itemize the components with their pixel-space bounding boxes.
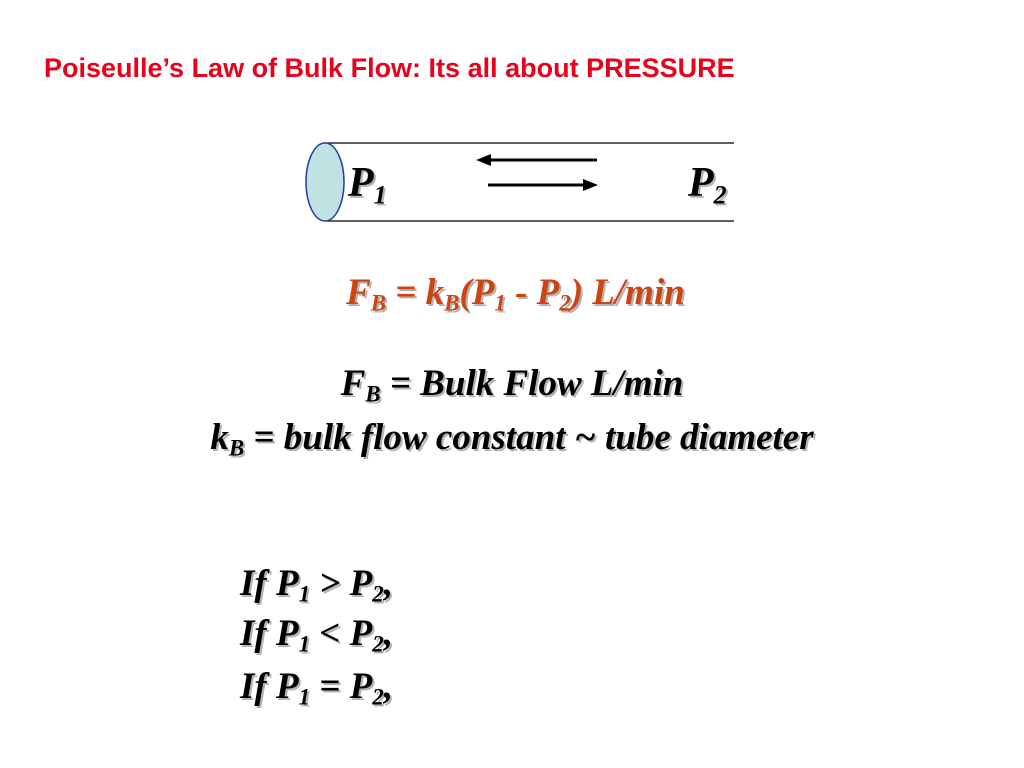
right-arrow-icon <box>488 179 598 191</box>
condition-greater: If P1 > P2, <box>240 561 393 607</box>
condition-less: If P1 < P2, <box>240 611 393 657</box>
p2-subscript: 2 <box>713 180 727 210</box>
pressure-label-p1: P1 <box>348 158 387 208</box>
formula-f: F <box>346 272 371 313</box>
formula-equals: = <box>386 272 426 313</box>
pressure-label-p2: P2 <box>688 158 727 208</box>
cond-equal-sub1: 1 <box>298 684 311 710</box>
cond-equal-pre: If P <box>240 666 299 707</box>
condition-equal: If P1 = P2, <box>240 664 393 710</box>
formula-k-subscript: B <box>444 290 460 316</box>
definition-kb: kB = bulk flow constant ~ tube diameter <box>0 415 1024 461</box>
definition-fb: FB = Bulk Flow L/min <box>0 361 1024 407</box>
cond-less-post: , <box>383 613 393 654</box>
p1-subscript: 1 <box>373 180 387 210</box>
bulk-flow-formula: FB = kB(P1 - P2) L/min <box>346 270 685 316</box>
cond-less-sub1: 1 <box>298 631 311 657</box>
def-kb-subscript: B <box>228 435 245 461</box>
def-fb-subscript: B <box>365 381 381 407</box>
cond-less-pre: If P <box>240 613 299 654</box>
def-kb-text: = bulk flow constant ~ tube diameter <box>244 417 814 458</box>
p2-base: P <box>688 160 714 206</box>
cond-greater-pre: If P <box>240 563 299 604</box>
formula-p1-subscript: 1 <box>494 290 506 316</box>
formula-k: k <box>425 272 445 313</box>
cond-greater-sub1: 1 <box>298 581 311 607</box>
cond-equal-op: = P <box>310 666 373 707</box>
formula-open-p1: (P <box>459 272 495 313</box>
def-fb-base: F <box>340 363 366 404</box>
cond-less-sub2: 2 <box>372 631 384 657</box>
p1-base: P <box>348 160 374 206</box>
formula-minus-p2: - P <box>505 272 560 313</box>
left-arrow-icon <box>476 154 597 166</box>
def-kb-base: k <box>210 417 229 458</box>
slide-title: Poiseulle’s Law of Bulk Flow: Its all ab… <box>44 53 735 83</box>
cond-equal-post: , <box>383 666 393 707</box>
tube-opening-icon <box>305 142 345 222</box>
cond-greater-sub2: 2 <box>372 581 384 607</box>
def-fb-text: = Bulk Flow L/min <box>380 363 684 404</box>
cond-greater-op: > P <box>310 563 373 604</box>
cond-equal-sub2: 2 <box>372 684 384 710</box>
cond-greater-post: , <box>383 563 393 604</box>
formula-f-subscript: B <box>370 290 386 316</box>
formula-close-units: ) L/min <box>570 272 685 313</box>
formula-p2-subscript: 2 <box>559 290 571 316</box>
cond-less-op: < P <box>310 613 373 654</box>
